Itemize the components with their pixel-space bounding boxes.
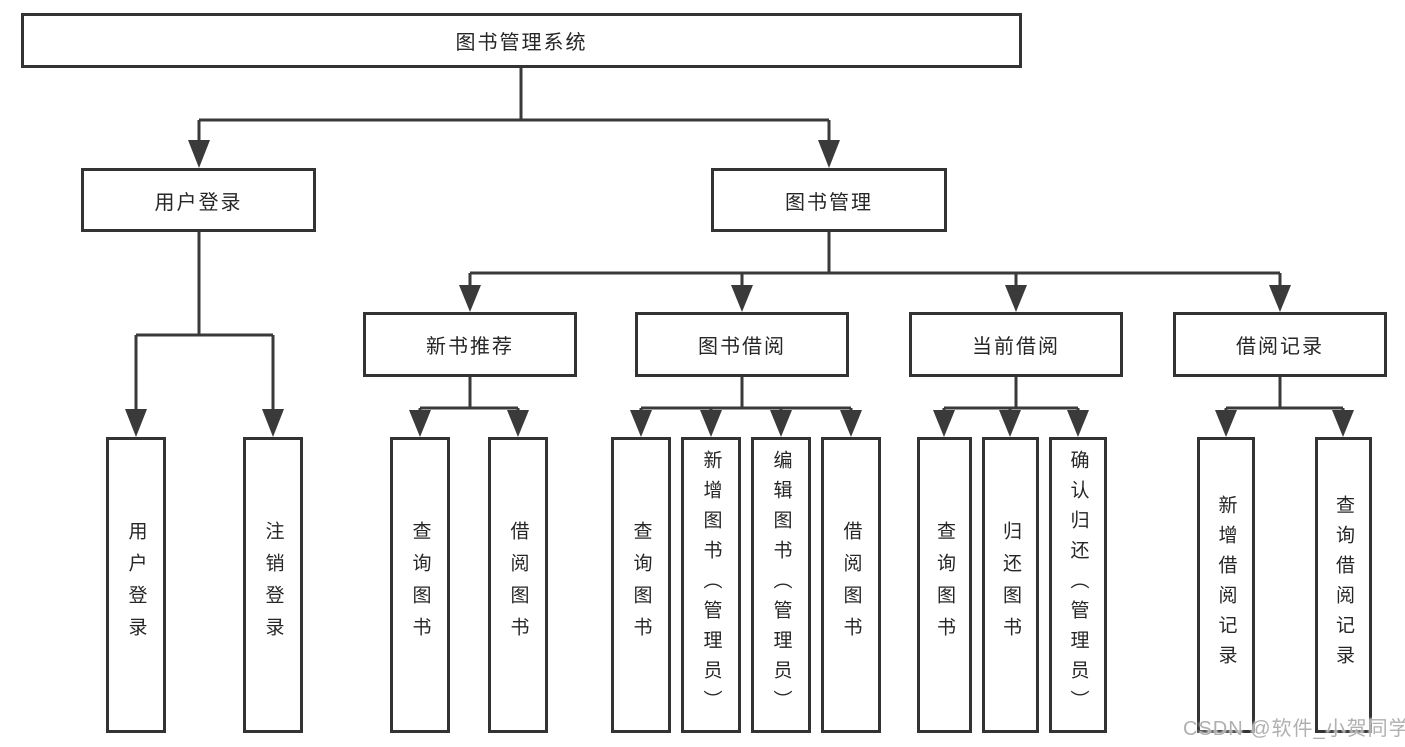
leaf-add-books-admin: 新增图书（管理员） bbox=[681, 437, 741, 733]
leaf-logout: 注销登录 bbox=[243, 437, 303, 733]
watermark: CSDN @软件_小贺同学 bbox=[1183, 718, 1405, 740]
leaf-edit-books-admin: 编辑图书（管理员） bbox=[751, 437, 811, 733]
leaf-query-borrow-record: 查询借阅记录 bbox=[1315, 437, 1372, 733]
leaf-confirm-return-admin: 确认归还（管理员） bbox=[1049, 437, 1107, 733]
node-book-borrowing: 图书借阅 bbox=[635, 312, 849, 377]
leaf-return-books: 归还图书 bbox=[982, 437, 1039, 733]
node-borrowing-records: 借阅记录 bbox=[1173, 312, 1387, 377]
leaf-borrow-books: 借阅图书 bbox=[821, 437, 881, 733]
node-book-management: 图书管理 bbox=[711, 168, 947, 232]
node-user-login: 用户登录 bbox=[81, 168, 316, 232]
node-new-book-recommendation: 新书推荐 bbox=[363, 312, 577, 377]
node-current-borrowing: 当前借阅 bbox=[909, 312, 1123, 377]
leaf-user-login: 用户登录 bbox=[106, 437, 166, 733]
leaf-add-borrow-record: 新增借阅记录 bbox=[1197, 437, 1255, 733]
arrowheads bbox=[125, 140, 1354, 437]
leaf-query-books: 查询图书 bbox=[390, 437, 450, 733]
leaf-borrow-books: 借阅图书 bbox=[488, 437, 548, 733]
node-root: 图书管理系统 bbox=[21, 13, 1022, 68]
leaf-query-books: 查询图书 bbox=[917, 437, 972, 733]
leaf-query-books: 查询图书 bbox=[611, 437, 671, 733]
